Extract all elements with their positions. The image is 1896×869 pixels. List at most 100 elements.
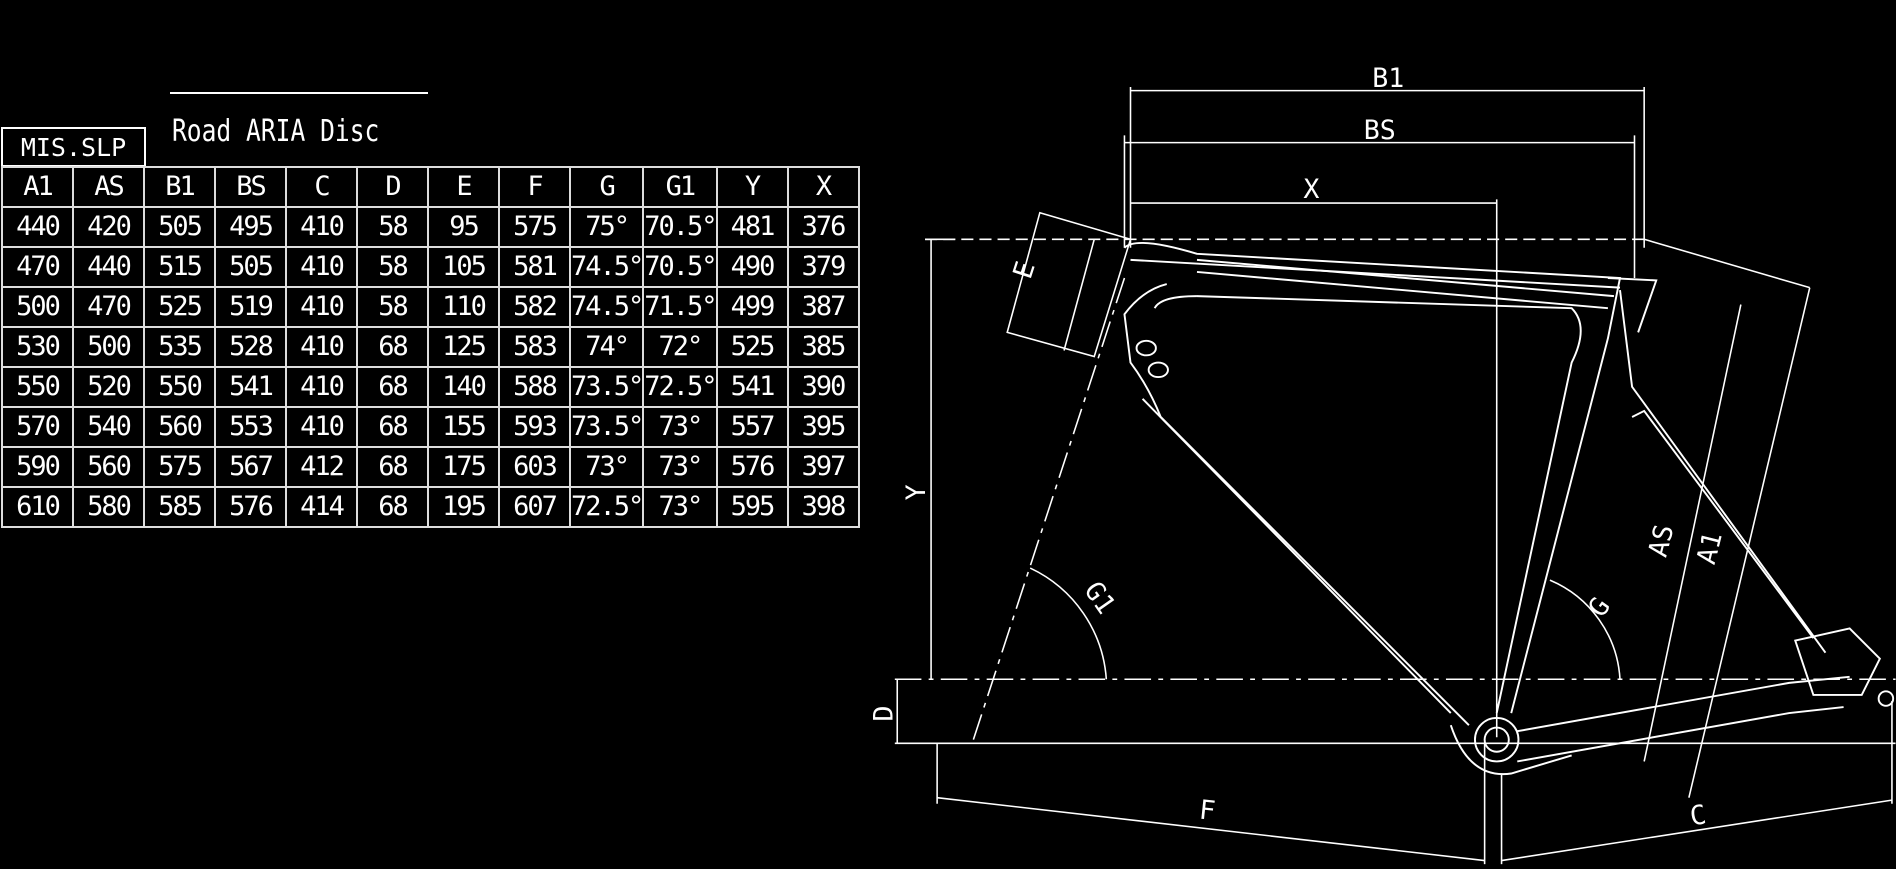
table-cell: 440 <box>72 246 145 288</box>
column-header: AS <box>72 166 145 208</box>
column-header: F <box>498 166 571 208</box>
table-cell: 541 <box>214 366 287 408</box>
table-cell: 575 <box>498 206 571 248</box>
table-cell: 515 <box>143 246 216 288</box>
table-cell: 575 <box>143 446 216 488</box>
column-header: X <box>786 166 860 208</box>
table-cell: 73.5° <box>568 406 645 448</box>
table-cell: 410 <box>285 406 358 448</box>
bike-frame <box>1123 242 1895 776</box>
table-cell: 58 <box>356 206 429 248</box>
table-cell: 490 <box>715 246 789 288</box>
table-cell: 58 <box>356 246 429 288</box>
table-cell: 557 <box>715 406 789 448</box>
table-cell: 588 <box>498 366 571 408</box>
table-cell: 530 <box>1 326 74 368</box>
table-cell: 68 <box>356 326 429 368</box>
table-cell: 74.5° <box>568 286 645 328</box>
table-cell: 58 <box>356 286 429 328</box>
table-cell: 582 <box>498 286 571 328</box>
table-cell: 576 <box>214 486 287 528</box>
label-c: C <box>1688 799 1709 832</box>
column-header: Y <box>715 166 789 208</box>
table-cell: 110 <box>427 286 500 328</box>
size-label: MIS.SLP <box>1 127 146 167</box>
table-cell: 70.5° <box>642 246 718 288</box>
table-cell: 410 <box>285 206 358 248</box>
table-cell: 528 <box>214 326 287 368</box>
table-cell: 68 <box>356 446 429 488</box>
table-cell: 541 <box>715 366 789 408</box>
table-cell: 387 <box>786 286 860 328</box>
table-cell: 607 <box>498 486 571 528</box>
table-cell: 595 <box>715 486 789 528</box>
label-d: D <box>868 706 899 722</box>
table-cell: 397 <box>786 446 860 488</box>
table-cell: 420 <box>72 206 145 248</box>
table-cell: 398 <box>786 486 860 528</box>
table-cell: 440 <box>1 206 74 248</box>
table-cell: 74.5° <box>568 246 645 288</box>
table-cell: 550 <box>1 366 74 408</box>
table-cell: 410 <box>285 286 358 328</box>
table-cell: 550 <box>143 366 216 408</box>
label-b1: B1 <box>1372 63 1404 94</box>
table-cell: 525 <box>143 286 216 328</box>
table-cell: 73° <box>642 486 718 528</box>
table-cell: 535 <box>143 326 216 368</box>
table-cell: 410 <box>285 246 358 288</box>
table-cell: 73° <box>642 406 718 448</box>
column-header: C <box>285 166 358 208</box>
table-cell: 520 <box>72 366 145 408</box>
table-cell: 395 <box>786 406 860 448</box>
dimension-lines <box>894 87 1896 865</box>
table-cell: 72° <box>642 326 718 368</box>
label-as: AS <box>1643 522 1681 561</box>
table-cell: 581 <box>498 246 571 288</box>
table-cell: 593 <box>498 406 571 448</box>
table-cell: 73.5° <box>568 366 645 408</box>
table-cell: 68 <box>356 366 429 408</box>
column-header: E <box>427 166 500 208</box>
label-f: F <box>1198 795 1217 828</box>
table-cell: 105 <box>427 246 500 288</box>
table-cell: 470 <box>1 246 74 288</box>
table-cell: 74° <box>568 326 645 368</box>
label-y: Y <box>901 484 932 500</box>
label-a1: A1 <box>1691 529 1729 568</box>
table-cell: 72.5° <box>568 486 645 528</box>
table-cell: 505 <box>214 246 287 288</box>
table-cell: 470 <box>72 286 145 328</box>
table-cell: 379 <box>786 246 860 288</box>
table-cell: 73° <box>568 446 645 488</box>
table-cell: 583 <box>498 326 571 368</box>
table-cell: 603 <box>498 446 571 488</box>
label-e: E <box>1007 258 1041 283</box>
table-cell: 71.5° <box>642 286 718 328</box>
table-cell: 155 <box>427 406 500 448</box>
label-bs: BS <box>1364 115 1396 146</box>
table-cell: 585 <box>143 486 216 528</box>
table-cell: 75° <box>568 206 645 248</box>
table-cell: 500 <box>1 286 74 328</box>
label-x: X <box>1303 174 1319 205</box>
table-cell: 412 <box>285 446 358 488</box>
table-cell: 73° <box>642 446 718 488</box>
table-cell: 610 <box>1 486 74 528</box>
table-cell: 125 <box>427 326 500 368</box>
column-header: A1 <box>1 166 74 208</box>
column-header: B1 <box>143 166 216 208</box>
table-cell: 540 <box>72 406 145 448</box>
table-cell: 140 <box>427 366 500 408</box>
table-cell: 499 <box>715 286 789 328</box>
column-header: G <box>568 166 645 208</box>
dimension-labels: B1 BS X E Y D F C G1 G AS A1 <box>868 63 1728 832</box>
table-cell: 95 <box>427 206 500 248</box>
label-g: G <box>1582 592 1617 623</box>
table-cell: 553 <box>214 406 287 448</box>
